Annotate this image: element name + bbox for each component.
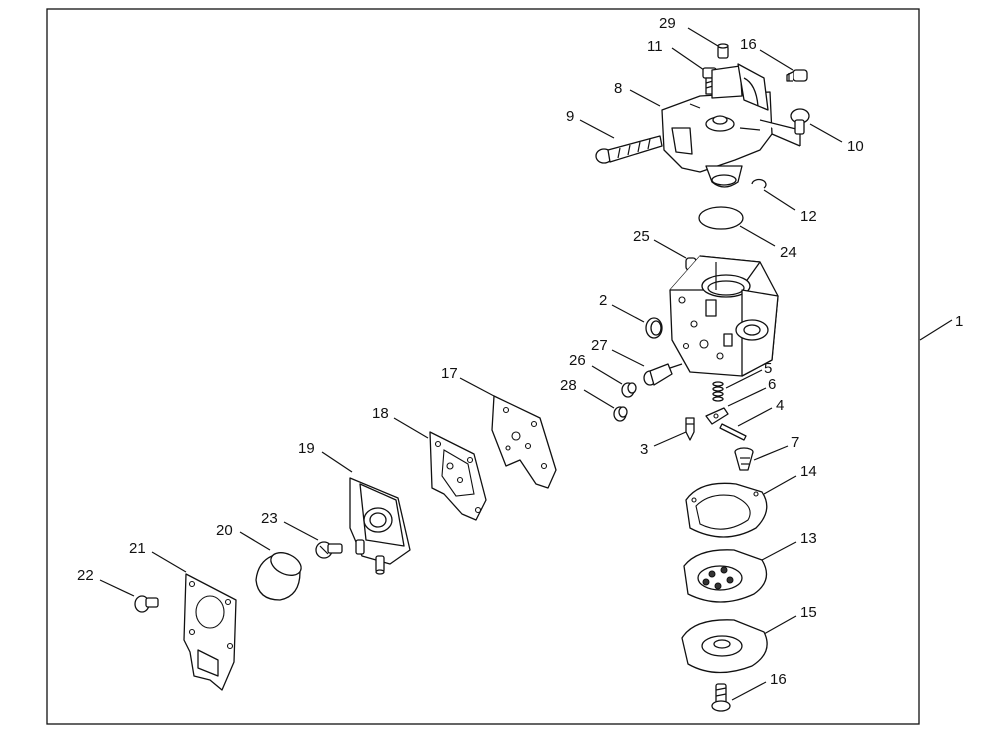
part-18-plate	[429, 431, 487, 521]
callout-19: 19	[298, 440, 315, 457]
part-20-primer-bulb	[255, 552, 302, 601]
callout-21: 21	[129, 540, 146, 557]
callout-2: 2	[599, 292, 607, 309]
callout-12: 12	[800, 208, 817, 225]
part-7-screw	[734, 447, 754, 471]
part-9-long-screw	[595, 135, 663, 164]
part-16-screw-bottom	[711, 683, 731, 712]
parts	[134, 43, 810, 712]
part-26-cap	[621, 382, 637, 398]
callout-13: 13	[800, 530, 817, 547]
callout-25: 25	[633, 228, 650, 245]
callout-28: 28	[560, 377, 577, 394]
callout-14: 14	[800, 463, 817, 480]
callout-15: 15	[800, 604, 817, 621]
callout-9: 9	[566, 108, 574, 125]
part-2-plug	[645, 317, 663, 339]
callout-27: 27	[591, 337, 608, 354]
callout-7: 7	[791, 434, 799, 451]
leader-lines	[99, 27, 953, 701]
callout-24: 24	[780, 244, 797, 261]
callout-16-bottom: 16	[770, 671, 787, 688]
part-1-carburetor-body	[669, 255, 779, 377]
part-28-plug	[613, 406, 628, 422]
part-15-cover	[681, 619, 768, 674]
part-16-screw-top	[786, 69, 808, 82]
part-22-screw	[134, 595, 159, 613]
callout-16-top: 16	[740, 36, 757, 53]
part-27-needle	[643, 363, 683, 386]
part-8-throttle-body	[661, 63, 801, 188]
callout-8: 8	[614, 80, 622, 97]
part-17-gasket	[491, 395, 557, 489]
part-19-pump-body	[349, 477, 411, 575]
callout-18: 18	[372, 405, 389, 422]
diagram-border	[46, 8, 920, 725]
callout-1: 1	[955, 313, 963, 330]
part-10-screw	[790, 108, 810, 135]
part-4-pin	[719, 423, 747, 441]
part-6-lever	[705, 407, 729, 425]
callout-22: 22	[77, 567, 94, 584]
part-29-cap	[717, 43, 729, 59]
callout-26: 26	[569, 352, 586, 369]
part-3-needle-valve	[685, 417, 695, 441]
part-13-diaphragm	[683, 549, 768, 603]
callout-11: 11	[647, 38, 663, 55]
callout-17: 17	[441, 365, 458, 382]
part-14-gasket	[685, 482, 768, 538]
callout-6: 6	[768, 376, 776, 393]
callout-23: 23	[261, 510, 278, 527]
callout-4: 4	[776, 397, 784, 414]
callout-labels: 29 11 16 8 9 10 12 24 25 2 1 27 26 5 17 …	[77, 15, 963, 688]
callout-3: 3	[640, 441, 648, 458]
callout-29: 29	[659, 15, 676, 32]
part-5-spring	[712, 381, 724, 402]
callout-10: 10	[847, 138, 864, 155]
part-21-bracket	[183, 573, 237, 691]
part-12-clip	[751, 178, 767, 189]
callout-5: 5	[764, 360, 772, 377]
callout-20: 20	[216, 522, 233, 539]
part-24-o-ring	[698, 206, 744, 230]
part-23-screw	[315, 541, 343, 559]
